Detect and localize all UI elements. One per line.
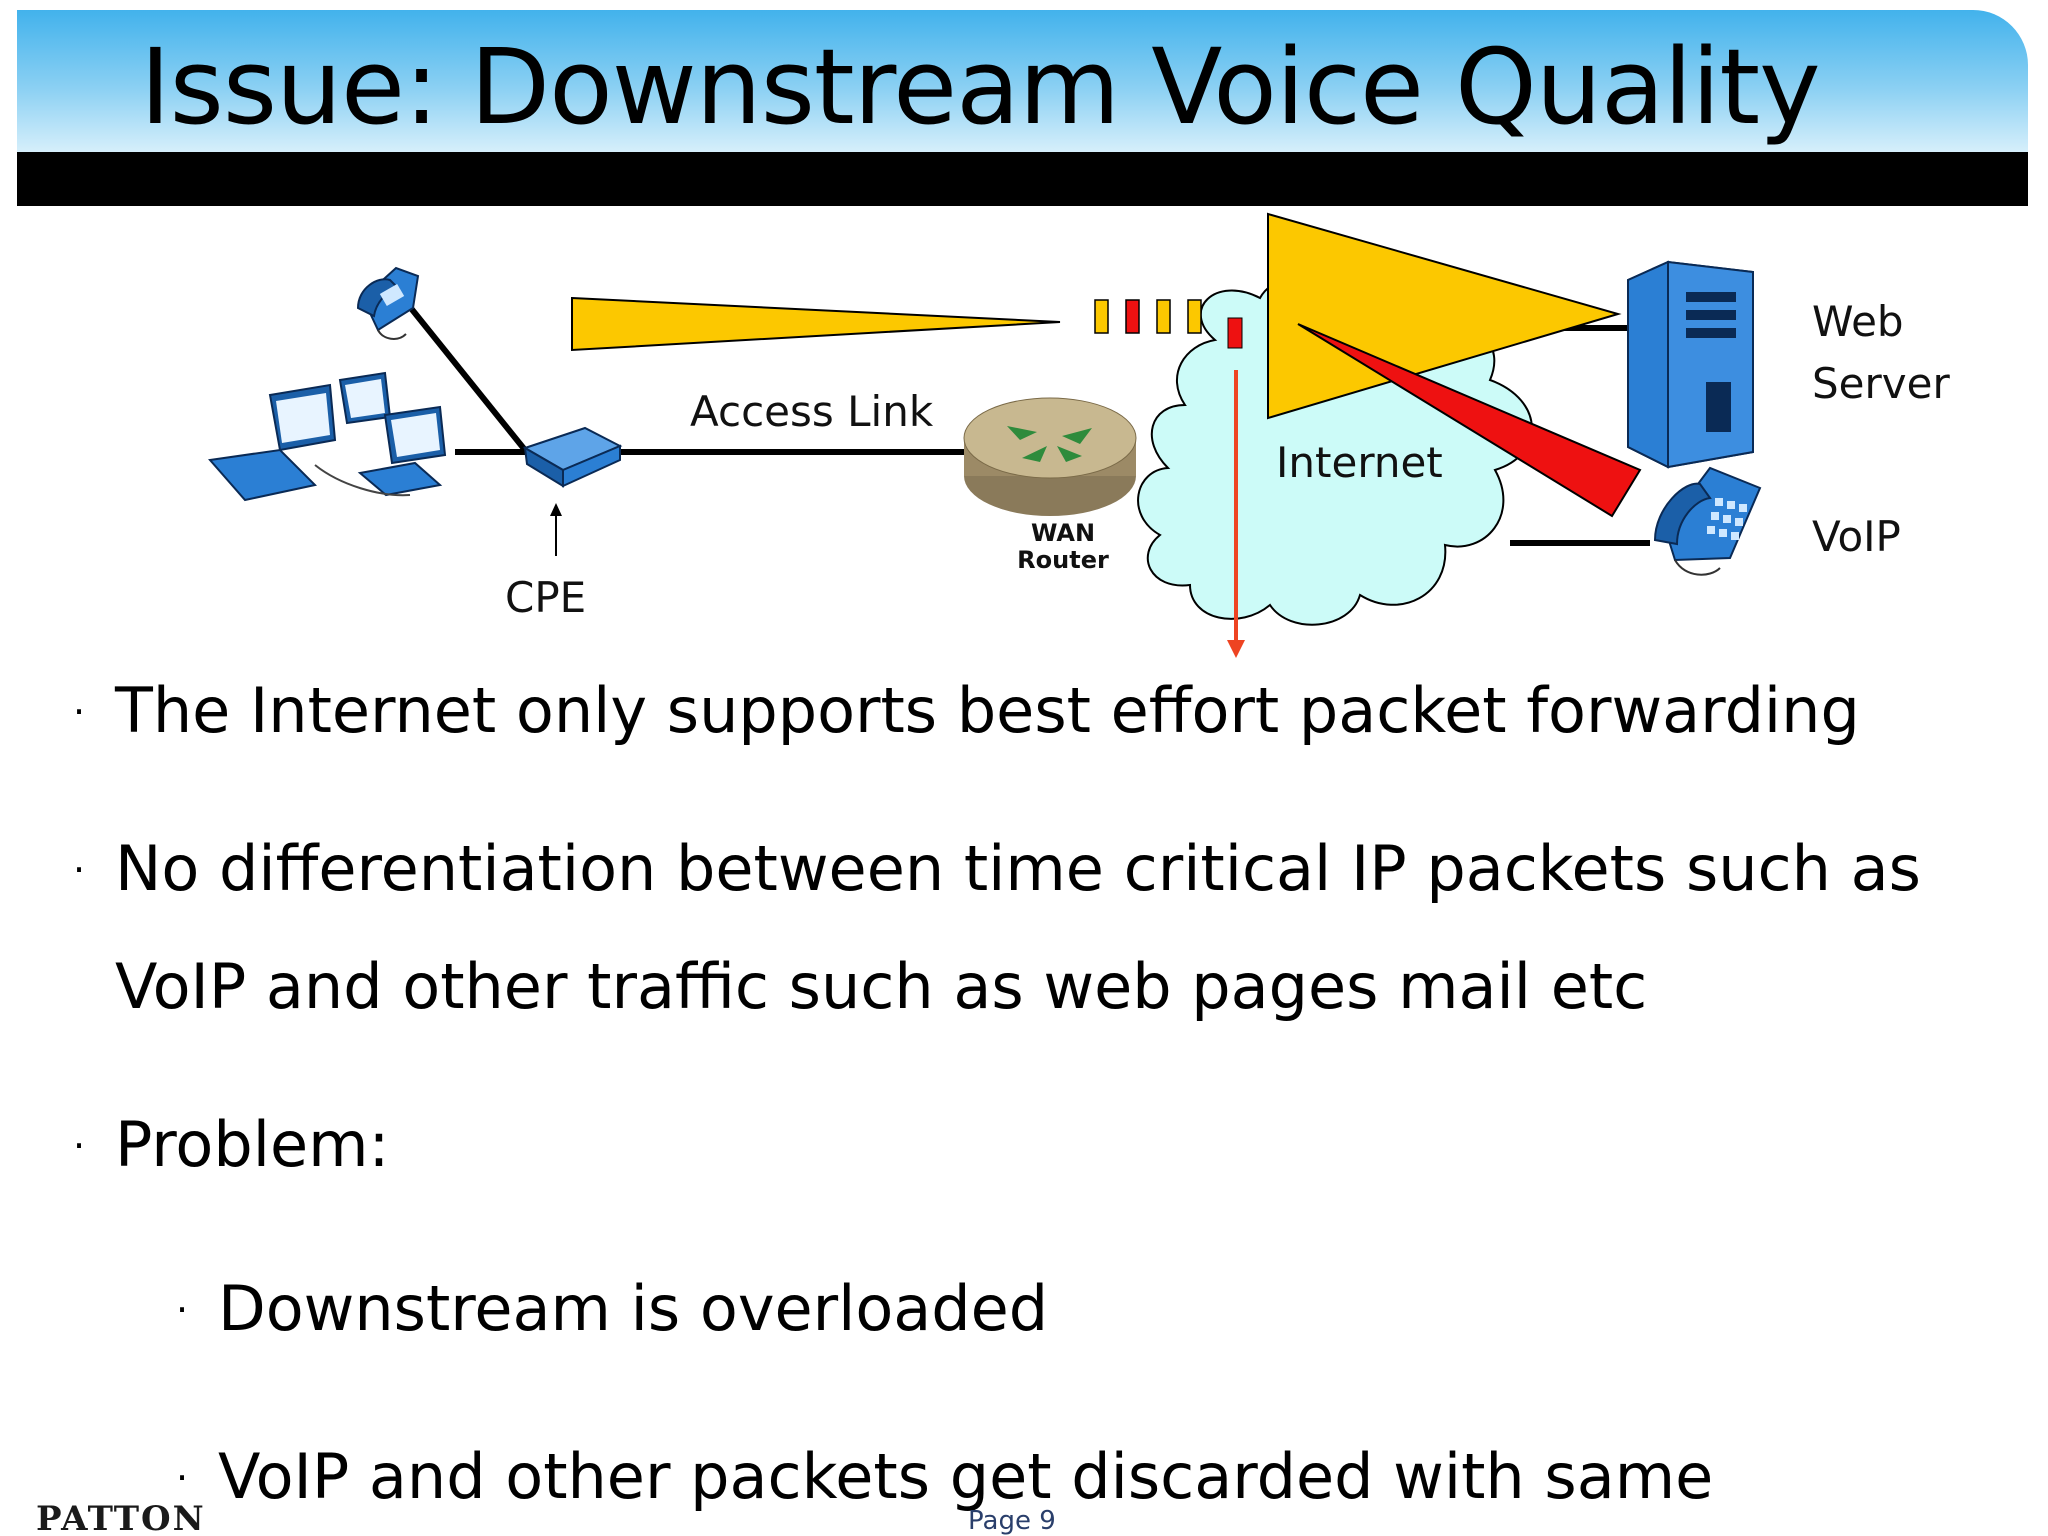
modem-icon bbox=[522, 426, 623, 488]
bullet-dot: · bbox=[73, 848, 86, 892]
patton-logo: PATTON bbox=[36, 1502, 206, 1534]
voip-traffic-wedge bbox=[1297, 323, 1642, 518]
bullet-dot: · bbox=[176, 1288, 189, 1332]
packet-data-1 bbox=[1094, 299, 1109, 334]
phone-to-cpe-line bbox=[407, 305, 528, 452]
bullet-2: · No differentiation between time critic… bbox=[73, 810, 1921, 928]
router-icon bbox=[963, 397, 1137, 516]
phone-icon bbox=[1653, 466, 1762, 576]
sub-bullet-1-text: Downstream is overloaded bbox=[218, 1272, 1049, 1345]
bullet-3: · Problem: bbox=[73, 1086, 390, 1204]
title-underline-bar bbox=[17, 152, 2028, 206]
sub-bullet-2-text: VoIP and other packets get discarded wit… bbox=[218, 1440, 1714, 1513]
cpe-pointer-arrow bbox=[550, 503, 562, 556]
web-server-label-line1: Web bbox=[1812, 297, 1904, 346]
web-traffic-wedge bbox=[1267, 212, 1622, 420]
packet-data-3 bbox=[1187, 299, 1202, 334]
page-number: Page 9 bbox=[968, 1506, 1056, 1536]
voip-label: VoIP bbox=[1812, 512, 1901, 561]
bullet-2-text: No differentiation between time critical… bbox=[115, 832, 1921, 905]
title-band bbox=[17, 10, 2028, 152]
packet-dropped bbox=[1227, 317, 1243, 349]
packet-queue bbox=[1094, 299, 1243, 349]
svg-text:PATTON: PATTON bbox=[36, 1502, 206, 1534]
bullet-2-continuation-text: VoIP and other traffic such as web pages… bbox=[115, 950, 1648, 1023]
discard-arrow bbox=[1227, 370, 1245, 658]
bullet-dot: · bbox=[73, 690, 86, 734]
bullet-dot: · bbox=[73, 1124, 86, 1168]
bullet-3-text: Problem: bbox=[115, 1108, 390, 1181]
packet-voip-1 bbox=[1125, 299, 1140, 334]
wan-router-label-line2: Router bbox=[1017, 546, 1109, 574]
sub-bullet-2: · VoIP and other packets get discarded w… bbox=[176, 1418, 1714, 1536]
downstream-traffic-wedge bbox=[571, 296, 1061, 352]
bullet-1-text: The Internet only supports best effort p… bbox=[115, 674, 1860, 747]
laptop-icon bbox=[208, 371, 447, 502]
server-icon bbox=[1627, 260, 1754, 469]
bullet-2-continuation: VoIP and other traffic such as web pages… bbox=[115, 928, 1647, 1046]
sub-bullet-1: · Downstream is overloaded bbox=[176, 1250, 1049, 1368]
web-server-label-line2: Server bbox=[1812, 359, 1950, 408]
access-link-label: Access Link bbox=[690, 387, 934, 436]
bullet-dot: · bbox=[176, 1456, 189, 1500]
wan-router-label-line1: WAN bbox=[1031, 519, 1095, 547]
slide-title: Issue: Downstream Voice Quality bbox=[140, 26, 1821, 148]
packet-data-2 bbox=[1156, 299, 1171, 334]
network-diagram: Access Link CPE Internet Web Server VoIP… bbox=[208, 212, 1950, 658]
bullet-1: · The Internet only supports best effort… bbox=[73, 652, 1860, 770]
phone-icon bbox=[356, 266, 420, 340]
internet-label: Internet bbox=[1276, 438, 1443, 487]
cpe-label: CPE bbox=[505, 573, 586, 622]
